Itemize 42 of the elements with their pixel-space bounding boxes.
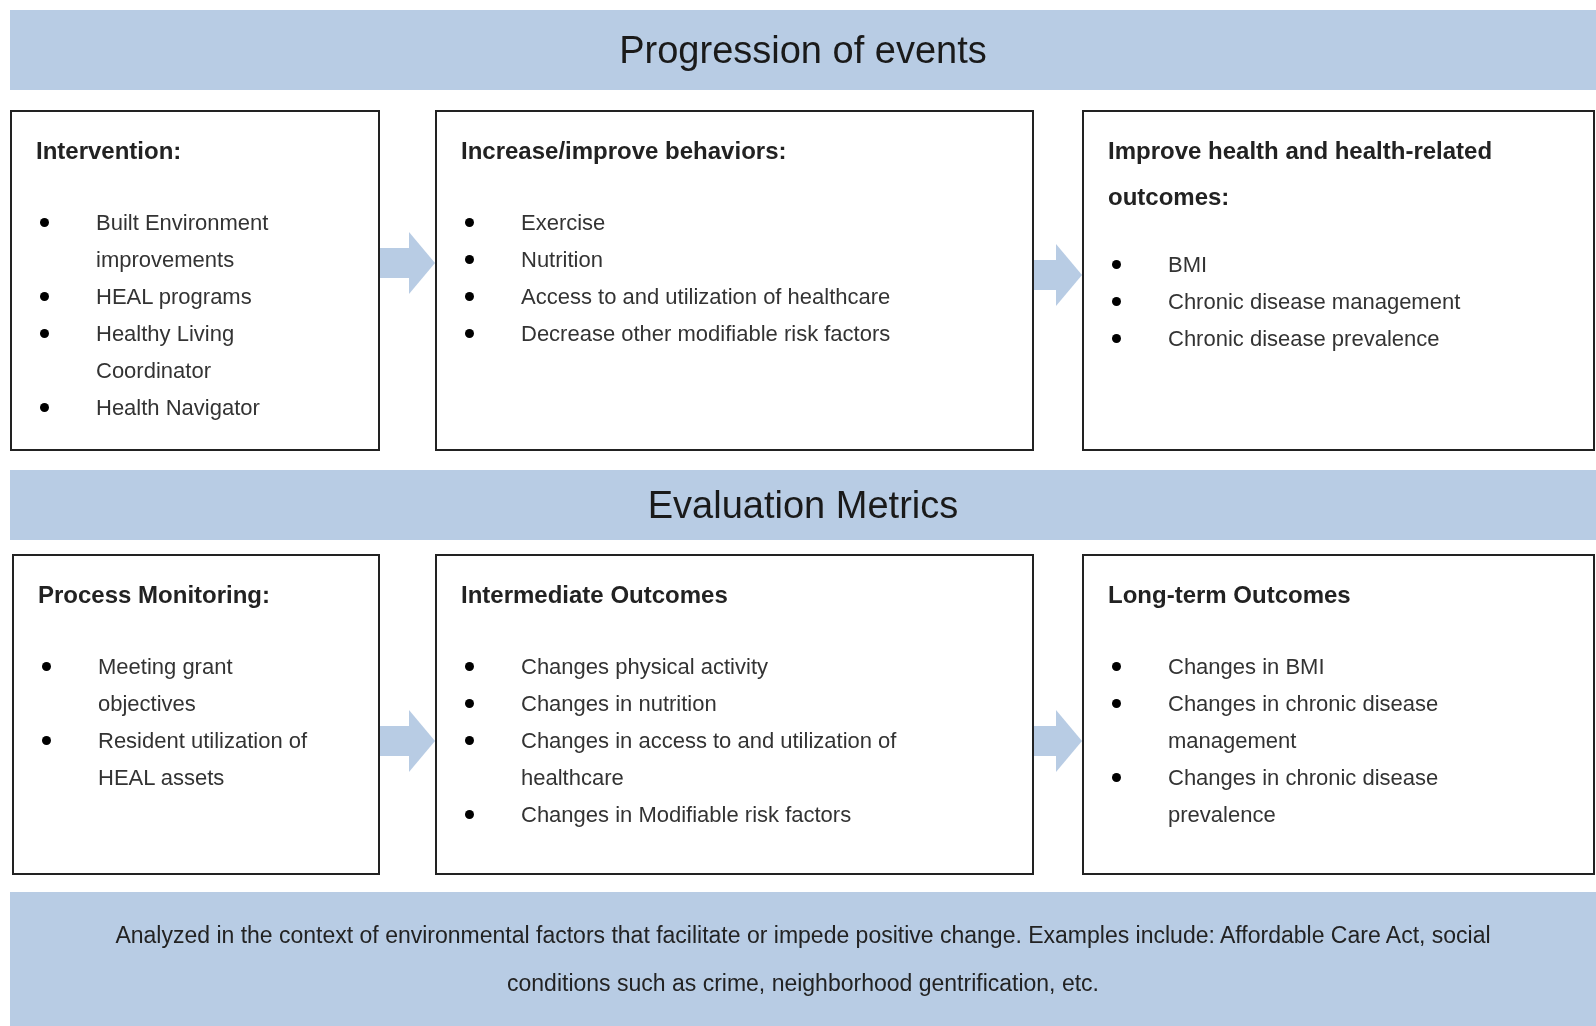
bullet-text: Resident utilization of HEAL assets — [98, 727, 309, 792]
bullet-text: Changes in nutrition — [521, 690, 717, 718]
bullet-text: Changes in chronic disease prevalence — [1168, 764, 1440, 829]
block-arrow — [1034, 244, 1082, 306]
bullet-text: HEAL programs — [96, 283, 252, 311]
box-heading: Long-term Outcomes — [1108, 580, 1352, 610]
header-band — [10, 10, 1596, 90]
box-heading: Intervention: — [36, 136, 183, 166]
bullet-text: BMI — [1168, 251, 1208, 279]
block-arrow — [380, 232, 435, 294]
bullet-text: Changes in access to and utilization of healthcare — [521, 727, 898, 792]
box-heading: Process Monitoring: — [38, 580, 272, 610]
bullet-text: Changes physical activity — [521, 653, 768, 681]
box-heading: Improve health and health-related outcomes: — [1108, 136, 1494, 212]
header-band — [10, 470, 1596, 540]
bullet-text: Changes in BMI — [1168, 653, 1325, 681]
content-box — [1082, 110, 1595, 451]
block-arrow — [1034, 710, 1082, 772]
band-title: Progression of events — [619, 27, 987, 73]
bullet-text: Decrease other modifiable risk factors — [521, 320, 891, 348]
note-band — [10, 892, 1596, 1026]
band-title: Evaluation Metrics — [647, 482, 959, 528]
content-box — [10, 110, 380, 451]
content-box — [1082, 554, 1595, 875]
note-text: Analyzed in the context of environmental factors that facilitate or impede positive change. Examples include: Affordable Care Act, social conditions such as crime, neighborhood gentrification, etc. — [114, 921, 1492, 998]
bullet-text: Healthy Living Coordinator — [96, 320, 236, 385]
bullet-text: Changes in Modifiable risk factors — [521, 801, 852, 829]
bullet-text: Meeting grant objectives — [98, 653, 234, 718]
bullet-text: Health Navigator — [96, 394, 260, 422]
content-box — [12, 554, 380, 875]
bullet-text: Chronic disease prevalence — [1168, 325, 1440, 353]
bullet-text: Changes in chronic disease management — [1168, 690, 1440, 755]
bullet-text: Nutrition — [521, 246, 603, 274]
content-box — [435, 110, 1034, 451]
bullet-text: Exercise — [521, 209, 606, 237]
block-arrow — [380, 710, 435, 772]
box-heading: Intermediate Outcomes — [461, 580, 729, 610]
bullet-text: Access to and utilization of healthcare — [521, 283, 891, 311]
content-box — [435, 554, 1034, 875]
box-heading: Increase/improve behaviors: — [461, 136, 788, 166]
bullet-text: Built Environment improvements — [96, 209, 270, 274]
bullet-text: Chronic disease management — [1168, 288, 1461, 316]
